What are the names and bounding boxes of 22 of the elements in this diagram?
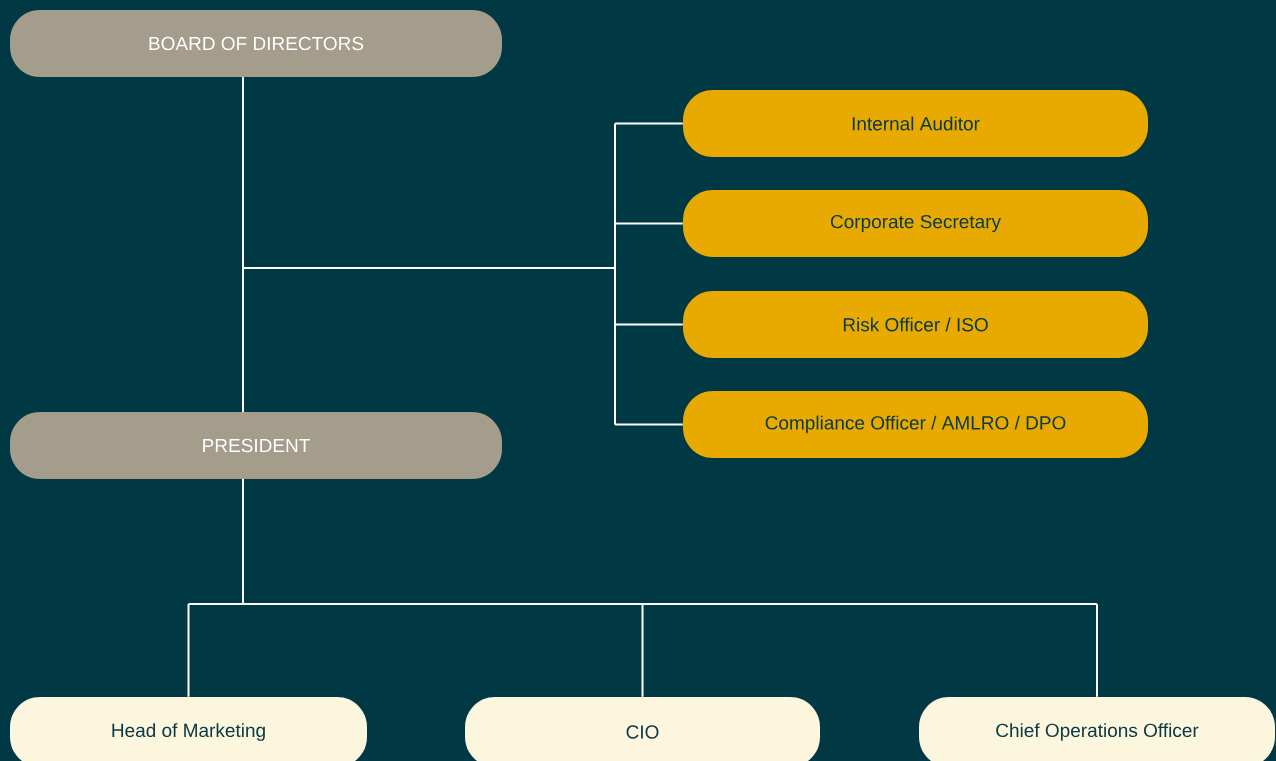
connector-line — [242, 478, 244, 605]
connector-line — [242, 76, 244, 269]
role-box: Corporate Secretary — [683, 190, 1148, 257]
connector-line — [187, 603, 190, 698]
connector-line — [242, 267, 244, 413]
role-box: PRESIDENT — [10, 412, 502, 479]
role-box: BOARD OF DIRECTORS — [10, 10, 502, 77]
connector-line — [614, 122, 684, 125]
connector-line — [614, 122, 616, 426]
connector-line — [614, 423, 684, 426]
role-box: Risk Officer / ISO — [683, 291, 1148, 358]
connector-line — [1096, 603, 1098, 698]
connector-line — [641, 603, 644, 698]
role-box: Chief Operations Officer — [919, 697, 1275, 761]
role-box: Head of Marketing — [10, 697, 367, 761]
role-box: Compliance Officer / AMLRO / DPO — [683, 391, 1148, 458]
role-box: Internal Auditor — [683, 90, 1148, 157]
connector-line — [242, 267, 616, 269]
role-box: CIO — [465, 697, 820, 761]
connector-line — [614, 323, 684, 326]
connector-line — [187, 603, 1098, 605]
connector-line — [614, 222, 684, 225]
